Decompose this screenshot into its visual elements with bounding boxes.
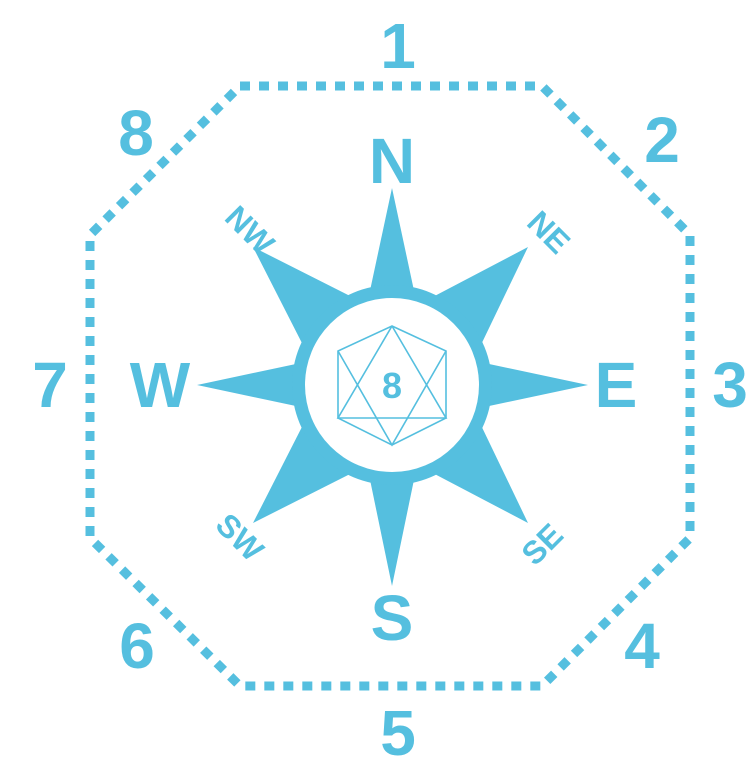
outer-number-2: 2: [644, 104, 680, 176]
direction-label-n: N: [369, 125, 415, 197]
outer-number-8: 8: [118, 97, 154, 169]
outer-number-4: 4: [624, 610, 660, 682]
outer-number-3: 3: [712, 349, 748, 421]
direction-label-e: E: [595, 349, 638, 421]
outer-number-6: 6: [119, 610, 155, 682]
direction-label-se: SE: [514, 516, 570, 572]
outer-number-1: 1: [380, 10, 416, 82]
star-point-n: [368, 188, 416, 300]
direction-label-nw: NW: [218, 199, 282, 263]
center-label: 8: [382, 365, 402, 406]
direction-label-w: W: [130, 349, 191, 421]
outer-number-7: 7: [32, 349, 68, 421]
star-point-s: [368, 470, 416, 586]
outer-number-5: 5: [380, 697, 416, 769]
direction-label-ne: NE: [520, 204, 577, 261]
direction-label-s: S: [371, 582, 414, 654]
